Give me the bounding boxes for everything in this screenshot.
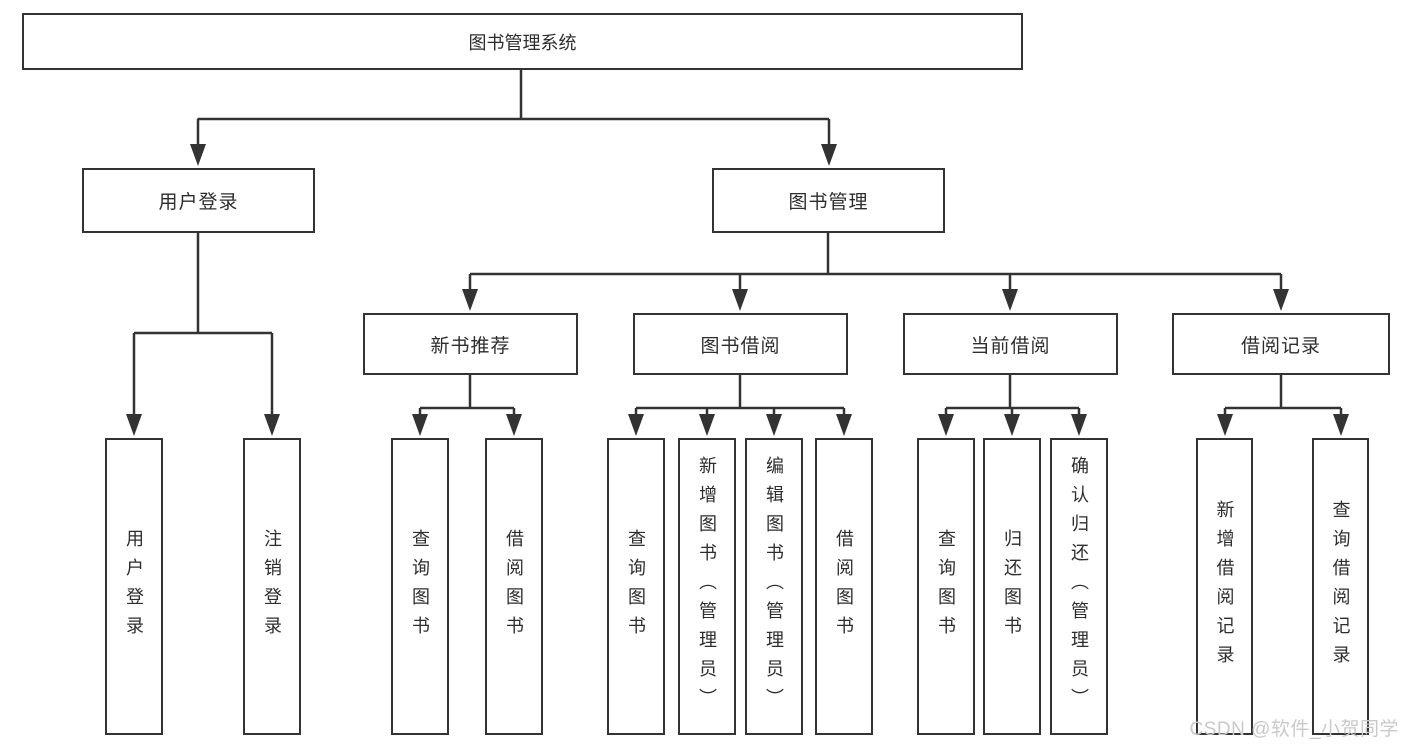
node-label: 新增图书（管理员）	[697, 456, 717, 717]
node-label: 注销登录	[262, 528, 282, 645]
node-label: 用户登录	[124, 528, 144, 645]
node-current-borrowing: 当前借阅	[903, 313, 1118, 375]
arrowheads	[126, 144, 1349, 436]
node-label: 查询图书	[626, 528, 646, 645]
leaf-add-books-admin: 新增图书（管理员）	[678, 438, 736, 735]
node-label: 新书推荐	[430, 335, 511, 357]
node-book-borrowing: 图书借阅	[633, 313, 848, 375]
node-label: 图书借阅	[700, 335, 781, 357]
node-borrowing-records: 借阅记录	[1172, 313, 1390, 375]
node-book-management: 图书管理	[712, 168, 945, 233]
node-label: 查询借阅记录	[1330, 499, 1351, 674]
node-library-management-system: 图书管理系统	[22, 13, 1023, 70]
node-label: 查询图书	[936, 528, 956, 645]
connector-borrowrecords-to-children	[1223, 375, 1343, 420]
node-label: 查询图书	[410, 528, 430, 645]
node-new-book-recommendation: 新书推荐	[363, 313, 578, 375]
leaf-query-books-recommend: 查询图书	[391, 438, 449, 735]
node-label: 编辑图书（管理员）	[764, 456, 784, 717]
leaf-user-login: 用户登录	[105, 438, 163, 735]
csdn-watermark: CSDN @软件_小贺同学	[1189, 719, 1399, 740]
leaf-query-borrow-record: 查询借阅记录	[1312, 438, 1369, 735]
leaf-query-books-borrowing: 查询图书	[607, 438, 665, 735]
node-label: 图书管理	[788, 192, 869, 213]
node-user-login: 用户登录	[82, 168, 315, 233]
node-label: 归还图书	[1002, 528, 1022, 645]
connector-bookmgmt-to-level3	[468, 233, 1283, 296]
leaf-confirm-return-admin: 确认归还（管理员）	[1050, 438, 1108, 735]
connector-userlogin-to-children	[132, 233, 274, 420]
node-label: 借阅图书	[834, 528, 854, 645]
leaf-add-borrow-record: 新增借阅记录	[1196, 438, 1253, 735]
node-label: 借阅记录	[1240, 335, 1321, 357]
leaf-logout: 注销登录	[243, 438, 301, 735]
connector-currentborrow-to-children	[944, 375, 1081, 420]
connector-newbookrec-to-children	[418, 375, 516, 420]
connector-root-to-level2	[196, 70, 831, 150]
leaf-query-books-current: 查询图书	[917, 438, 975, 735]
leaf-edit-books-admin: 编辑图书（管理员）	[745, 438, 803, 735]
node-label: 新增借阅记录	[1214, 499, 1235, 674]
leaf-return-books: 归还图书	[983, 438, 1041, 735]
node-label: 图书管理系统	[468, 32, 577, 53]
leaf-borrow-books-recommend: 借阅图书	[485, 438, 543, 735]
connector-bookborrow-to-children	[634, 375, 846, 420]
node-label: 确认归还（管理员）	[1069, 456, 1089, 717]
node-label: 用户登录	[158, 192, 239, 213]
node-label: 借阅图书	[504, 528, 524, 645]
node-label: 当前借阅	[970, 335, 1051, 357]
leaf-borrow-books: 借阅图书	[815, 438, 873, 735]
